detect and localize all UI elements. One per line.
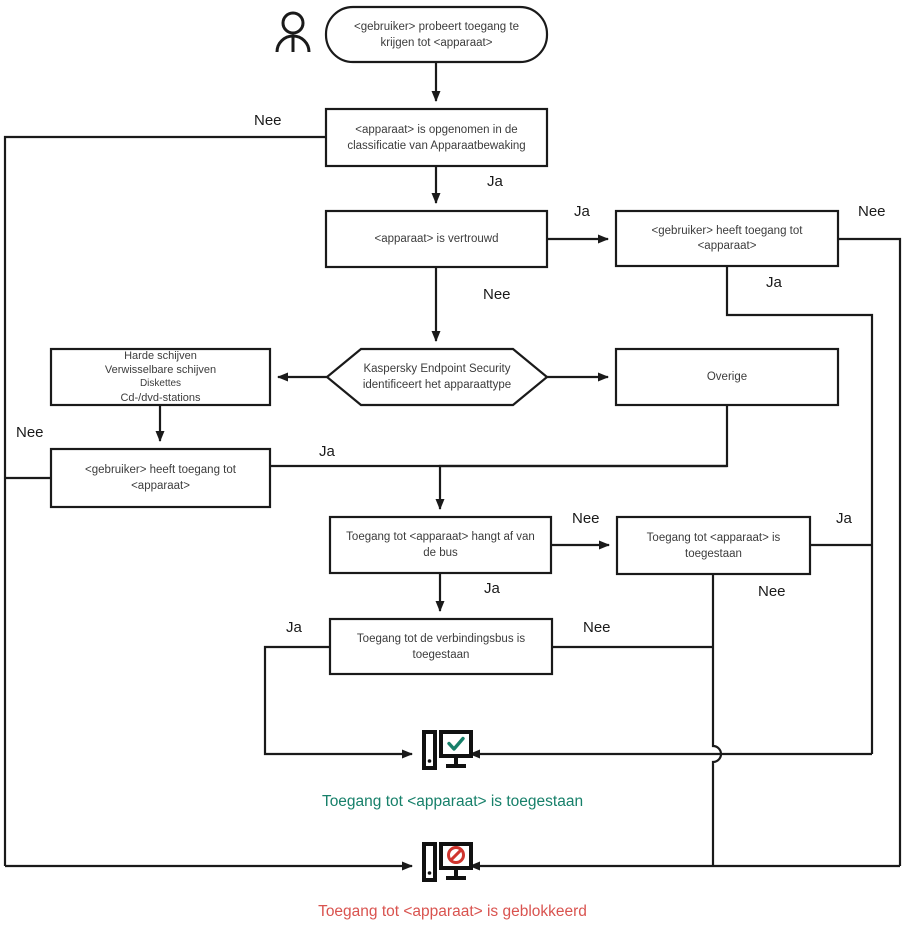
outcome-allowed-label: Toegang tot <apparaat> is toegestaan	[321, 793, 584, 810]
edge-other-to-depends-bus	[435, 405, 729, 510]
edge-bus-allowed-yes	[263, 645, 413, 759]
node-device-types-shape	[49, 347, 272, 407]
outcome-blocked-label: Toegang tot <apparaat> is geblokkeerd	[318, 903, 587, 920]
node-access-allowed-shape	[615, 515, 812, 576]
monitor-blocked-icon	[422, 842, 473, 882]
edge-label-trusted-no: Nee	[483, 286, 511, 303]
node-identify-shape	[325, 347, 549, 407]
user-actor-icon	[275, 11, 311, 53]
node-depends-bus-shape	[328, 515, 553, 575]
edge-label-access-allowed-no: Nee	[758, 583, 786, 600]
edge-label-depends-bus-yes: Ja	[484, 580, 500, 597]
edge-classification-no	[3, 135, 326, 866]
edge-label-user-access-trusted-yes: Ja	[766, 274, 782, 291]
edge-label-bus-allowed-no: Nee	[583, 619, 611, 636]
edge-label-access-allowed-yes: Ja	[836, 510, 852, 527]
edge-label-depends-bus-no: Nee	[572, 510, 600, 527]
edge-label-bus-allowed-yes: Ja	[286, 619, 302, 636]
edge-label-user-access-trusted-no: Nee	[858, 203, 886, 220]
node-trusted-shape	[324, 209, 549, 269]
edge-label-trusted-yes: Ja	[574, 203, 590, 220]
edge-label-user-access-device-yes: Ja	[319, 443, 335, 460]
edge-label-user-access-device-no: Nee	[16, 424, 44, 441]
edge-label-classification-no: Nee	[254, 112, 282, 129]
node-user-access-device-shape	[49, 447, 272, 509]
edge-label-classification-yes: Ja	[487, 173, 503, 190]
node-classification-shape	[324, 107, 549, 168]
edge-user-access-trusted-no	[838, 237, 902, 866]
edge-user-access-trusted-yes	[725, 266, 874, 754]
node-user-access-trusted-shape	[614, 209, 840, 268]
node-bus-allowed-shape	[328, 617, 554, 676]
monitor-check-icon	[422, 730, 473, 770]
edge-access-allowed-no	[711, 574, 723, 866]
node-other-shape	[614, 347, 840, 407]
node-start-shape	[324, 5, 549, 64]
